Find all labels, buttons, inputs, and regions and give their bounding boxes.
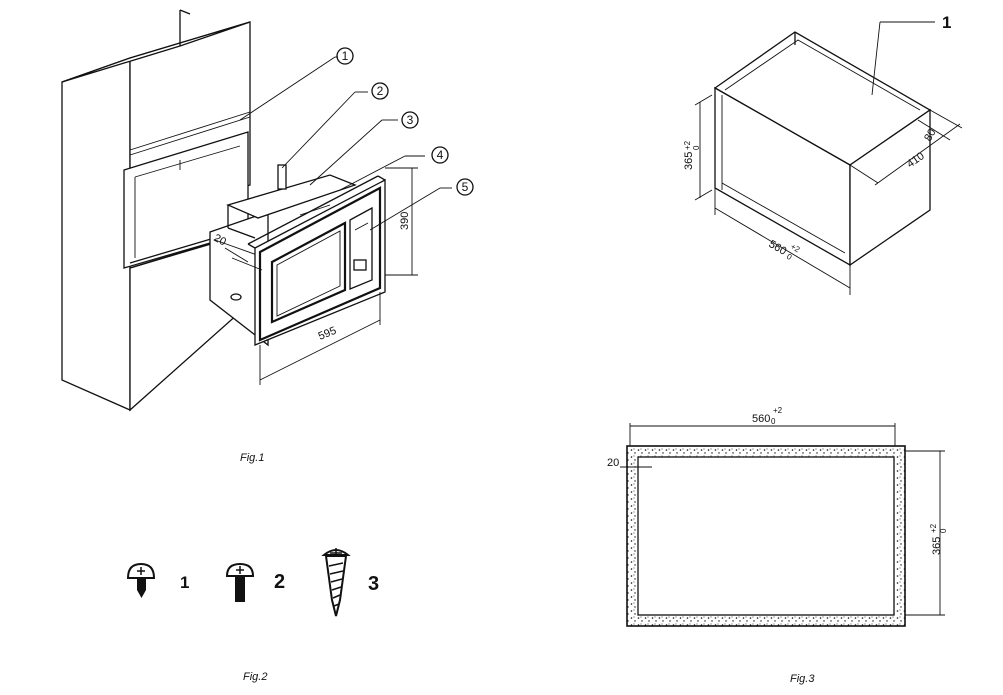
fig2-screws: 1 2 3 Fig.2 (126, 548, 379, 683)
dim-20-line (224, 247, 249, 263)
fig3-box-drawing: 365 +2 0 560 +2 0 410 80 1 (683, 13, 963, 295)
microwave-window (270, 221, 347, 324)
screw-3-icon (321, 548, 351, 617)
svg-text:3: 3 (407, 113, 414, 127)
box-label-1: 1 (942, 13, 951, 32)
svg-text:+2: +2 (929, 523, 938, 533)
svg-text:1: 1 (342, 49, 349, 63)
fig3-cutout-drawing: 560 +2 0 365 +2 0 20 Fig.3 (607, 406, 948, 685)
callout-4: 4 (431, 146, 449, 164)
mounting-bracket (277, 164, 287, 190)
svg-text:+2: +2 (683, 140, 692, 150)
control-knob (353, 259, 367, 271)
callout-5: 5 (456, 178, 474, 196)
svg-text:0: 0 (785, 252, 794, 262)
cabinet-left-panel (61, 57, 131, 411)
frame-outer-edge (258, 186, 382, 342)
fig1-caption: Fig.1 (240, 452, 264, 464)
fig1-cabinet-drawing: 595 390 20 1 2 3 4 5 (61, 9, 474, 464)
box-dim-365-label: 365 (683, 152, 695, 170)
svg-text:+2: +2 (773, 406, 783, 415)
microwave-front-frame (254, 178, 386, 346)
cabinet-top (61, 21, 251, 83)
microwave-top (226, 174, 357, 219)
svg-text:0: 0 (939, 528, 948, 533)
screw-2-icon (225, 562, 255, 602)
screw-2-label: 2 (274, 571, 285, 593)
screw-1-label: 1 (180, 573, 189, 592)
svg-text:0: 0 (771, 417, 776, 426)
dim-20-line2 (231, 257, 263, 271)
fig3-caption: Fig.3 (790, 673, 815, 685)
callout-1: 1 (336, 47, 354, 65)
svg-text:0: 0 (692, 145, 701, 150)
cutout-dim-365-label: 365 (931, 537, 943, 555)
callout-2: 2 (371, 82, 389, 100)
box-dim-80-label: 80 (922, 127, 939, 144)
dim-390-label: 390 (399, 212, 411, 230)
svg-text:5: 5 (462, 180, 469, 194)
screw-1-icon (126, 562, 156, 598)
screw-3-label: 3 (368, 573, 379, 595)
cutout-dim-20-label: 20 (607, 457, 619, 469)
box-right-face (849, 108, 931, 267)
svg-text:2: 2 (377, 84, 384, 98)
box-dim-560-label: 560 (767, 238, 789, 258)
dim-20-label: 20 (212, 232, 228, 248)
microwave-side (209, 211, 269, 347)
cutout-dim-560-label: 560 (752, 413, 770, 425)
dim-595-label: 595 (317, 325, 339, 343)
cutout-opening (637, 456, 895, 616)
fig2-caption: Fig.2 (243, 671, 267, 683)
callout-3: 3 (401, 111, 419, 129)
svg-text:4: 4 (437, 148, 444, 162)
dim-595-line (259, 319, 381, 381)
microwave-control-panel (349, 206, 373, 290)
